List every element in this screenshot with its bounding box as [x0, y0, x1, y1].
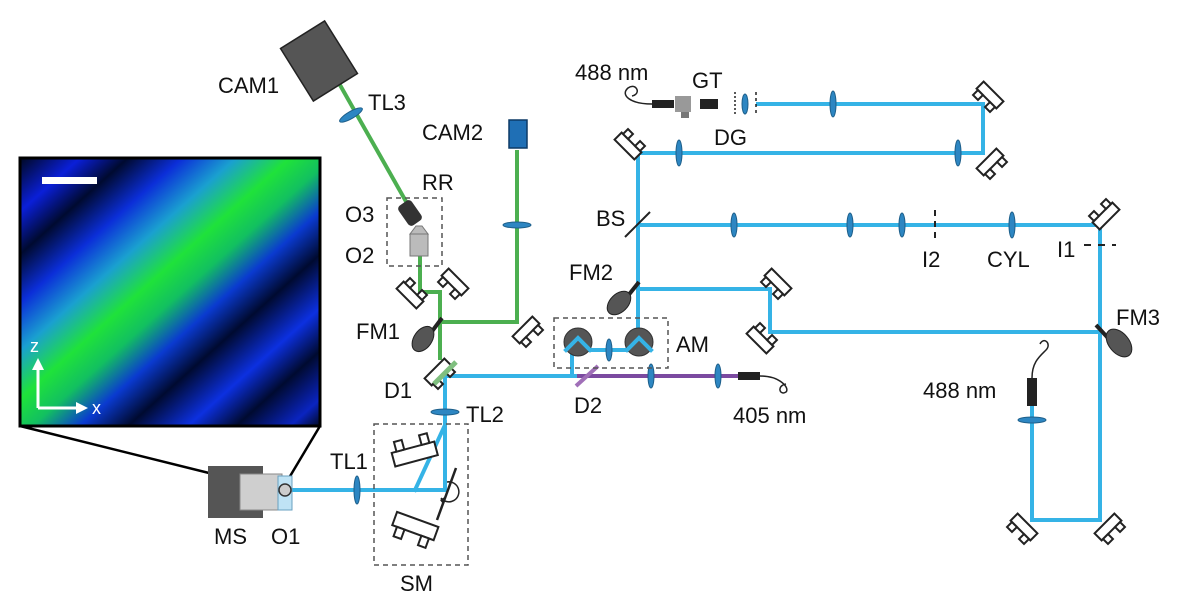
inset-callout-line-left — [19, 424, 214, 476]
label-rr: RR — [422, 170, 454, 195]
dichroic-d1 — [432, 360, 458, 386]
lens-405-1 — [647, 363, 655, 389]
label-dg: DG — [714, 125, 747, 150]
lens-405-2 — [714, 363, 722, 389]
lens-bs-2 — [846, 212, 854, 238]
label-bs: BS — [596, 206, 625, 231]
label-cyl: CYL — [987, 247, 1030, 272]
label-i1: I1 — [1057, 237, 1075, 262]
component-labels: CAM1 TL3 CAM2 RR O3 O2 FM1 D1 TL2 TL1 MS… — [214, 60, 1160, 596]
label-tl1: TL1 — [330, 449, 368, 474]
lens-bs-1 — [730, 212, 738, 238]
microscope-stage — [208, 466, 283, 518]
label-d1: D1 — [384, 378, 412, 403]
lens-bs-3 — [898, 212, 906, 238]
objective-o1 — [277, 475, 293, 511]
lenses — [339, 90, 1047, 505]
label-ms: MS — [214, 524, 247, 549]
beam-488-path — [288, 102, 1102, 522]
lens-return-2 — [954, 139, 962, 167]
lens-top-2 — [741, 93, 749, 115]
flip-mirror-fm3 — [1094, 323, 1133, 358]
lens-return-1 — [675, 139, 683, 167]
beam-splitter — [624, 211, 651, 238]
laser-488-top-fiber — [624, 85, 757, 118]
label-am: AM — [676, 332, 709, 357]
label-laser-405: 405 nm — [733, 403, 806, 428]
objective-o2 — [409, 225, 429, 257]
camera-2-lens — [502, 221, 532, 229]
label-laser-488-top: 488 nm — [575, 60, 648, 85]
label-laser-488-right: 488 nm — [923, 378, 996, 403]
detection-path — [338, 84, 519, 360]
axis-x-label: x — [92, 398, 101, 418]
mirror-mounts — [395, 80, 1127, 546]
scan-mirror-assembly — [373, 423, 469, 566]
label-sm: SM — [400, 571, 433, 596]
label-tl3: TL3 — [368, 90, 406, 115]
label-cam1: CAM1 — [218, 73, 279, 98]
lens-am — [605, 338, 613, 362]
inset-stripe-image — [18, 156, 322, 428]
label-d2: D2 — [574, 393, 602, 418]
glan-thompson-polarizer — [700, 99, 718, 109]
tube-lens-2 — [430, 408, 460, 416]
label-cam2: CAM2 — [422, 120, 483, 145]
lens-right-fiber — [1017, 416, 1047, 424]
flip-mirror-fm2 — [606, 280, 641, 316]
label-o3: O3 — [345, 202, 374, 227]
inset-image: z x — [18, 156, 322, 489]
dichroic-d2 — [574, 364, 600, 388]
label-tl2: TL2 — [466, 402, 504, 427]
axis-z-label: z — [30, 336, 39, 356]
label-i2: I2 — [922, 247, 940, 272]
camera-1 — [279, 19, 359, 103]
label-fm2: FM2 — [569, 260, 613, 285]
flip-mirror-fm1 — [411, 316, 444, 353]
tube-lens-3 — [339, 107, 363, 123]
objective-o3 — [398, 200, 422, 226]
cylindrical-lens — [1008, 211, 1016, 239]
label-fm3: FM3 — [1116, 305, 1160, 330]
remote-refocus-box — [386, 197, 443, 267]
galvo-mirror — [435, 467, 458, 521]
label-o1: O1 — [271, 524, 300, 549]
scale-bar — [42, 177, 97, 184]
label-fm1: FM1 — [356, 319, 400, 344]
axis-indicator: z x — [30, 336, 101, 418]
label-o2: O2 — [345, 243, 374, 268]
laser-488-right-fiber — [1027, 339, 1049, 406]
tube-lens-1 — [353, 475, 361, 505]
lens-top-1 — [829, 90, 837, 118]
label-gt: GT — [692, 68, 723, 93]
laser-405-fiber — [738, 372, 788, 394]
camera-2 — [508, 119, 528, 149]
modulator-am — [553, 317, 669, 369]
